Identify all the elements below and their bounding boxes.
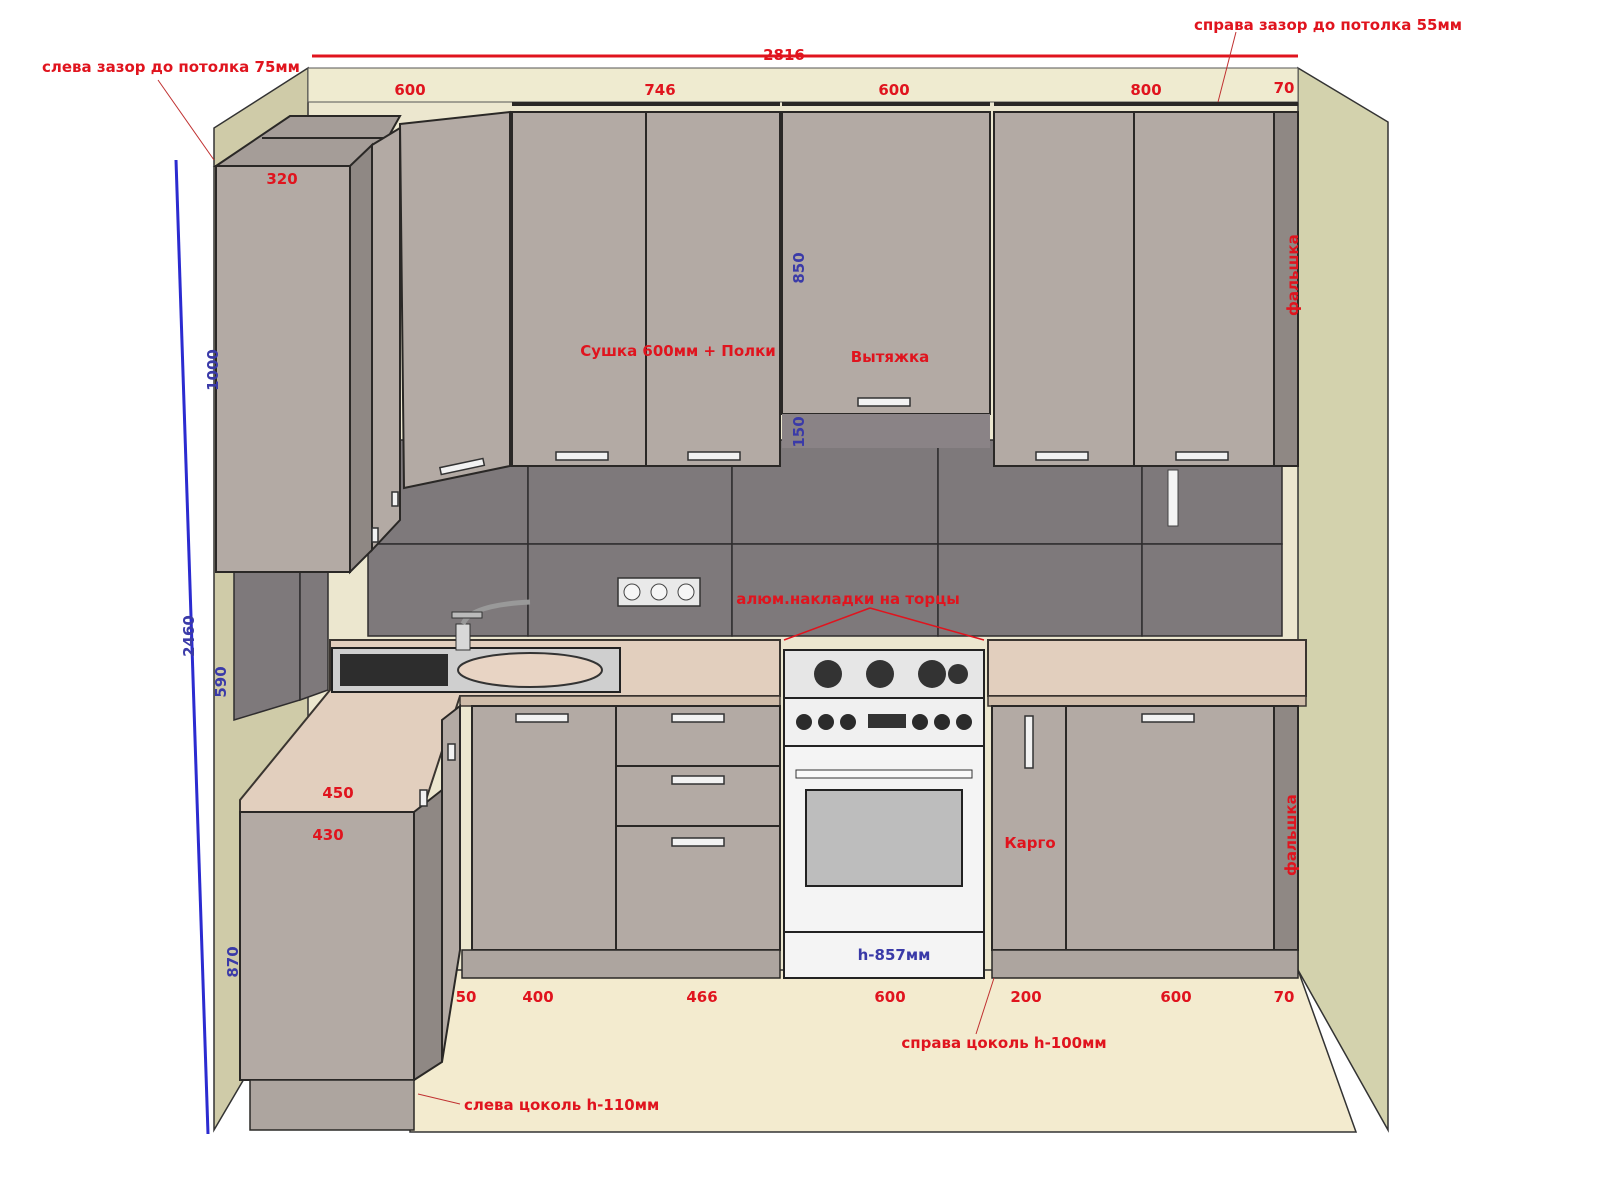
upper-left-side bbox=[349, 142, 373, 575]
dim-top-1: 600 bbox=[394, 81, 425, 99]
dim-bottom-4: 600 bbox=[874, 988, 905, 1006]
lower-door-400 bbox=[471, 705, 617, 951]
total-height-line bbox=[174, 159, 210, 1135]
worktop-450: 450 bbox=[322, 784, 353, 802]
worktop-430: 430 bbox=[312, 826, 343, 844]
dim-top-5: 70 bbox=[1274, 79, 1295, 97]
dim-total-height: 2460 bbox=[180, 615, 198, 657]
leader-alu-2 bbox=[869, 607, 985, 641]
tile bbox=[1141, 543, 1283, 637]
leader-left-gap bbox=[157, 79, 215, 161]
lower-door-400-handle bbox=[515, 713, 569, 723]
hinge-handle bbox=[391, 491, 399, 507]
dim-bottom-5: 200 bbox=[1010, 988, 1041, 1006]
gas-stove bbox=[783, 649, 985, 979]
dim-bottom-6: 600 bbox=[1160, 988, 1191, 1006]
plinth-right bbox=[991, 949, 1299, 979]
hood-note: Вытяжка bbox=[851, 348, 930, 366]
countertop-edge bbox=[459, 695, 781, 707]
oven-height-note: h-857мм bbox=[858, 946, 931, 964]
left-plinth-note: слева цоколь h-110мм bbox=[464, 1096, 659, 1114]
lower-door-600-handle bbox=[1141, 713, 1195, 723]
upper-filler-note: фальшка bbox=[1284, 234, 1302, 316]
drawer-2-handle bbox=[671, 775, 725, 785]
dim-top-4: 800 bbox=[1130, 81, 1161, 99]
lower-door-600 bbox=[1065, 705, 1275, 951]
upper-filler bbox=[1273, 111, 1299, 467]
upper-right-handle-2 bbox=[1175, 451, 1229, 461]
right-plinth-note: справа цоколь h-100мм bbox=[901, 1034, 1106, 1052]
leader-left-plinth bbox=[417, 1093, 461, 1105]
faucet bbox=[451, 599, 531, 651]
leader-right-plinth bbox=[975, 977, 995, 1035]
plinth-center bbox=[461, 949, 781, 979]
dim-top-2: 746 bbox=[644, 81, 675, 99]
cargo-note: Карго bbox=[1004, 834, 1055, 852]
lower-left-side-2 bbox=[441, 703, 461, 1063]
hood-handle bbox=[857, 397, 911, 407]
upper-drying-door-left bbox=[511, 111, 647, 467]
dim-bottom-1: 50 bbox=[456, 988, 477, 1006]
dim-total-width: 2816 bbox=[763, 46, 805, 64]
drawer-2 bbox=[615, 765, 781, 827]
dim-bottom-2: 400 bbox=[522, 988, 553, 1006]
dim-bottom-3: 466 bbox=[686, 988, 717, 1006]
upper-right-handle-1 bbox=[1035, 451, 1089, 461]
upper-corner-door bbox=[398, 110, 511, 490]
lower-filler-note: фальшка bbox=[1282, 794, 1300, 876]
tile bbox=[367, 543, 529, 637]
dim-hood-gap: 150 bbox=[790, 416, 808, 447]
lower-filler bbox=[1273, 705, 1299, 951]
upper-drying-handle-right bbox=[687, 451, 741, 461]
upper-drying-handle-left bbox=[555, 451, 609, 461]
hinge-handle bbox=[419, 789, 428, 807]
drying-note: Сушка 600мм + Полки bbox=[580, 342, 776, 360]
hood-cabinet bbox=[781, 111, 991, 415]
dim-top-3: 600 bbox=[878, 81, 909, 99]
right-wall bbox=[1297, 66, 1389, 1133]
leader-alu-1 bbox=[783, 607, 871, 641]
dim-upper-depth: 320 bbox=[266, 170, 297, 188]
upper-left-cabinet bbox=[215, 165, 351, 573]
lower-left-cabinet bbox=[239, 811, 415, 1081]
dim-upper-height: 1000 bbox=[204, 349, 222, 391]
sink bbox=[331, 647, 621, 693]
dim-bottom-7: 70 bbox=[1274, 988, 1295, 1006]
dim-gap-height: 590 bbox=[212, 666, 230, 697]
upper-right-door-2 bbox=[1133, 111, 1275, 467]
countertop-edge-right bbox=[987, 695, 1307, 707]
upper-right-door-1 bbox=[993, 111, 1135, 467]
tile bbox=[233, 571, 301, 722]
alu-trim-note: алюм.накладки на торцы bbox=[736, 590, 960, 608]
hinge-handle bbox=[371, 527, 379, 543]
gas-pipe bbox=[1167, 469, 1179, 527]
hinge-handle bbox=[447, 743, 456, 761]
right-ceiling-gap-note: справа зазор до потолка 55мм bbox=[1194, 16, 1462, 34]
left-ceiling-gap-note: слева зазор до потолка 75мм bbox=[42, 58, 300, 76]
lower-left-side bbox=[413, 787, 443, 1082]
drawer-3-handle bbox=[671, 837, 725, 847]
dim-base-height: 870 bbox=[224, 946, 242, 977]
hood-gap bbox=[782, 414, 990, 448]
upper-drying-door-right bbox=[645, 111, 781, 467]
power-socket-block bbox=[617, 577, 701, 607]
tile bbox=[937, 543, 1143, 637]
left-plinth bbox=[249, 1079, 415, 1131]
tile bbox=[299, 571, 329, 702]
drawer-1-handle bbox=[671, 713, 725, 723]
upper-corner-handle bbox=[438, 457, 486, 476]
cargo-handle bbox=[1024, 715, 1034, 769]
backsplash bbox=[233, 439, 1283, 722]
dim-hood-cabinet: 850 bbox=[790, 252, 808, 283]
upper-left-side-2 bbox=[371, 126, 401, 553]
countertop-right bbox=[987, 639, 1307, 697]
leader-right-gap bbox=[1217, 31, 1237, 103]
